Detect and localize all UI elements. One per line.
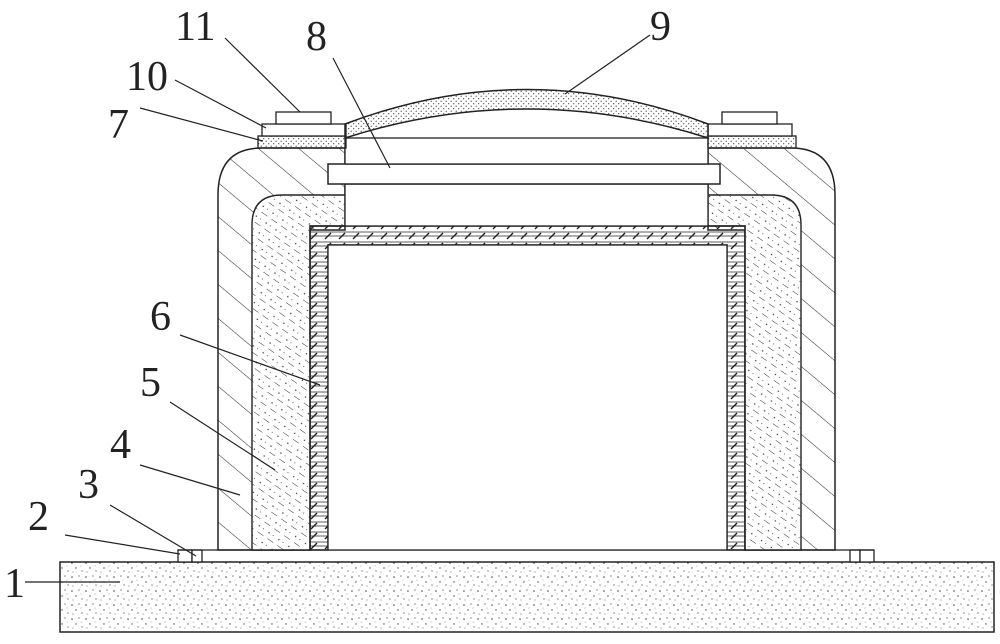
foot-right-inner bbox=[849, 549, 861, 563]
dome-cover bbox=[344, 88, 709, 140]
seal-layer-right bbox=[707, 135, 797, 149]
seal-layer-left bbox=[257, 135, 347, 149]
insulation-layer-left-fill bbox=[252, 195, 345, 550]
label-1: 1 bbox=[4, 561, 25, 607]
foot-right-outer bbox=[859, 549, 875, 563]
leader-lines bbox=[25, 34, 651, 583]
base-plate bbox=[59, 561, 995, 633]
label-7: 7 bbox=[108, 102, 129, 148]
label-11: 11 bbox=[175, 4, 215, 50]
label-6: 6 bbox=[150, 294, 171, 340]
label-3: 3 bbox=[78, 462, 99, 508]
flange-left bbox=[261, 123, 347, 137]
inner-cavity bbox=[327, 244, 728, 551]
flange-right bbox=[707, 123, 793, 137]
foot-left-inner bbox=[191, 549, 203, 563]
plate-neck bbox=[344, 137, 709, 165]
label-10: 10 bbox=[126, 54, 168, 100]
label-2: 2 bbox=[28, 494, 49, 540]
label-8: 8 bbox=[306, 14, 327, 60]
label-5: 5 bbox=[140, 360, 161, 406]
insulation-layer-right-fill bbox=[708, 195, 801, 550]
plate bbox=[327, 163, 721, 185]
label-4: 4 bbox=[110, 422, 131, 468]
upper-opening bbox=[344, 183, 709, 227]
bolt-right bbox=[721, 111, 778, 125]
bolt-left bbox=[275, 111, 332, 125]
label-9: 9 bbox=[650, 4, 671, 50]
